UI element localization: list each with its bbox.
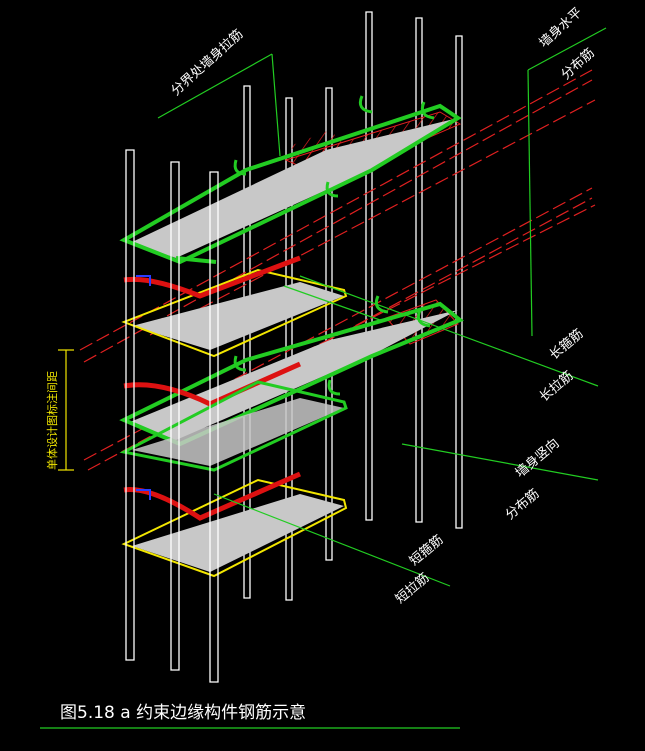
stirrup-level-5 [121, 471, 348, 578]
label-short-stirrup: 短箍筋 [406, 532, 446, 569]
stirrup-level-4 [119, 380, 348, 472]
label-short-tie: 短拉筋 [392, 570, 432, 607]
boundary-column-bars [125, 149, 219, 683]
stirrup-level-1 [119, 103, 462, 265]
label-wall-vertical-1: 墙身竖向 [512, 435, 562, 481]
label-boundary-tie: 分界处墙身拉筋 [168, 26, 246, 99]
tie-hooks [233, 95, 435, 396]
cad-markers [136, 275, 151, 500]
label-wall-vertical-2: 分布筋 [502, 486, 542, 523]
label-wall-horizontal-1: 墙身水平 [536, 4, 585, 51]
spacing-dimension [58, 349, 74, 471]
figure-caption: 图5.18 a 约束边缘构件钢筋示意 [60, 703, 306, 723]
leader-lines [40, 27, 607, 729]
label-long-tie: 长拉筋 [536, 368, 576, 405]
label-long-stirrup: 长箍筋 [546, 326, 586, 363]
spacing-note: 单体设计图标注间距 [45, 371, 59, 470]
